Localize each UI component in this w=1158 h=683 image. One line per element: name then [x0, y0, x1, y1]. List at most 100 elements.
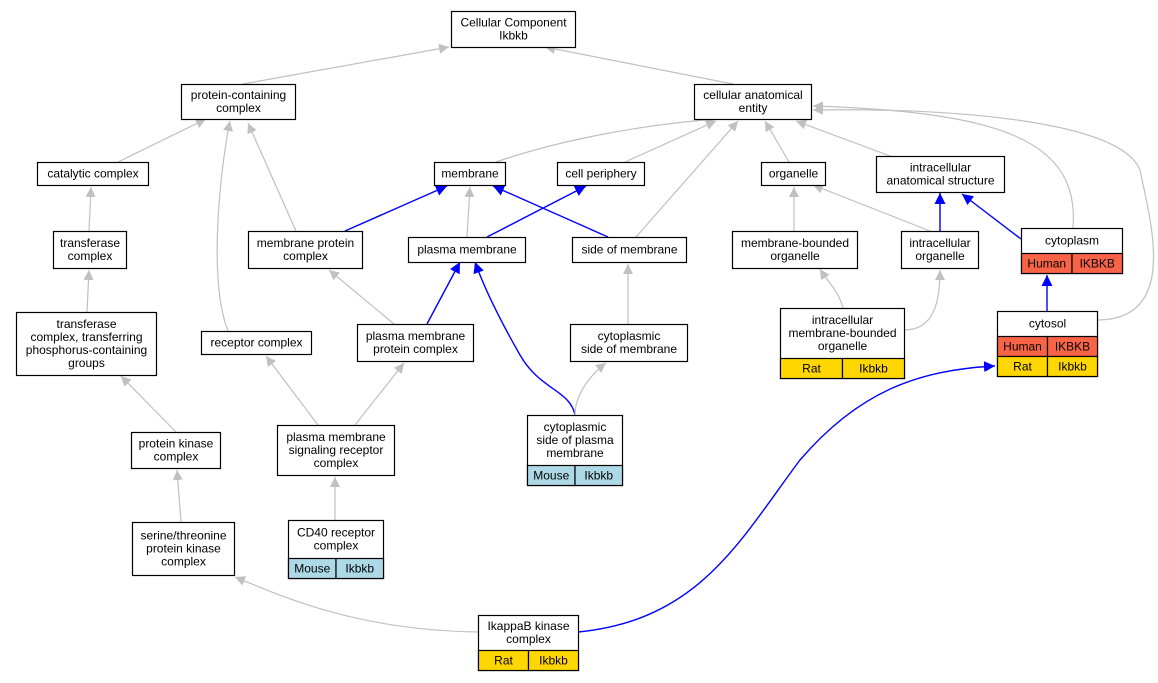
node-label-line: side of membrane — [581, 342, 677, 356]
node-box — [760, 161, 827, 187]
node-label-line: plasma membrane — [286, 430, 386, 444]
node-box — [200, 330, 313, 356]
gene-cell — [1046, 355, 1099, 378]
node-label-line: protein complex — [373, 342, 458, 356]
node-mem[interactable]: membrane — [433, 161, 507, 187]
node-label-line: complex — [314, 456, 359, 470]
gene-label: Ikbkb — [584, 469, 613, 483]
edge-rc-to-pcc — [216, 120, 233, 332]
gene-cell — [574, 464, 624, 487]
node-label-line: cytoplasm — [1045, 234, 1099, 248]
node-label-line: intracellular — [812, 313, 873, 327]
edge-pm-to-cper — [486, 185, 587, 238]
gene-label: Ikbkb — [539, 654, 568, 668]
edge-pcc-to-root — [242, 43, 450, 85]
node-pm[interactable]: plasma membrane — [407, 236, 527, 264]
node-box — [693, 83, 813, 121]
edge-cspm-to-csm — [574, 362, 607, 416]
node-box — [407, 236, 527, 264]
node-imbo[interactable]: intracellularmembrane-boundedorganelleRa… — [779, 307, 906, 380]
gene-cell — [527, 649, 580, 672]
node-label-line: serine/threonine — [140, 529, 226, 543]
edge-pkc-to-tcp — [120, 375, 177, 433]
edge-imbo-to-mbo — [819, 268, 844, 309]
node-label-line: Cellular Component — [460, 16, 567, 30]
node-label-line: cytoplasmic — [598, 329, 661, 343]
node-label-line: catalytic complex — [47, 167, 138, 181]
species-label: Rat — [802, 362, 821, 376]
edge-tcp-to-trc — [83, 269, 94, 313]
species-label: Human — [1003, 340, 1042, 354]
gene-cell — [1071, 252, 1124, 275]
node-label-line: IkappaB kinase — [487, 619, 569, 633]
edge-trc-to-cat — [85, 186, 96, 232]
edge-som-to-mem — [492, 185, 609, 238]
node-label-line: organelle — [769, 167, 819, 181]
edge-pmpc-to-mpc — [328, 269, 395, 325]
node-label-line: protein-containing — [191, 88, 286, 102]
node-label-line: cytoplasmic — [544, 420, 607, 434]
node-label-line: receptor complex — [210, 336, 302, 350]
node-label-line: cellular anatomical — [703, 88, 802, 102]
species-label: Human — [1027, 257, 1066, 271]
edge-pmpc-to-pm — [426, 261, 461, 325]
node-box — [52, 230, 128, 270]
node-label-line: side of membrane — [581, 243, 677, 257]
node-label-line: complex — [68, 249, 113, 263]
node-box — [130, 431, 222, 470]
node-label-line: complex — [506, 632, 551, 646]
node-label-line: anatomical structure — [886, 174, 994, 188]
node-box — [556, 161, 646, 187]
node-label-line: organelle — [818, 339, 868, 353]
node-label-line: intracellular — [910, 161, 971, 175]
node-org[interactable]: organelle — [760, 161, 827, 187]
node-label-line: complex — [314, 539, 359, 553]
gene-cell — [841, 357, 906, 380]
edge-ias-to-cae — [795, 119, 891, 157]
edge-org-to-cae — [764, 120, 790, 163]
node-cper[interactable]: cell periphery — [556, 161, 646, 187]
edge-ikk-to-cytosol — [577, 361, 996, 633]
node-label-line: membrane-bounded — [741, 236, 849, 250]
node-box — [571, 236, 688, 264]
edge-cytosol-to-cae — [812, 104, 1155, 321]
node-rc[interactable]: receptor complex — [200, 330, 313, 356]
node-box — [276, 424, 396, 477]
gene-label: Ikbkb — [345, 562, 374, 576]
node-label-line: plasma membrane — [417, 243, 517, 257]
node-box — [900, 230, 980, 270]
node-label-line: membrane — [546, 446, 604, 460]
node-box — [36, 161, 150, 187]
node-cat[interactable]: catalytic complex — [36, 161, 150, 187]
edge-stpk-to-pkc — [172, 469, 183, 523]
edge-pmsr-to-pmpc — [354, 362, 405, 426]
edge-mpc-to-pcc — [247, 122, 297, 232]
node-label-line: signaling receptor — [289, 443, 384, 457]
species-label: Mouse — [294, 562, 330, 576]
node-box — [569, 323, 689, 363]
edge-cper-to-cae — [624, 120, 717, 163]
node-som[interactable]: side of membrane — [571, 236, 688, 264]
gene-label: Ikbkb — [859, 362, 888, 376]
node-label-line: complex — [283, 249, 328, 263]
